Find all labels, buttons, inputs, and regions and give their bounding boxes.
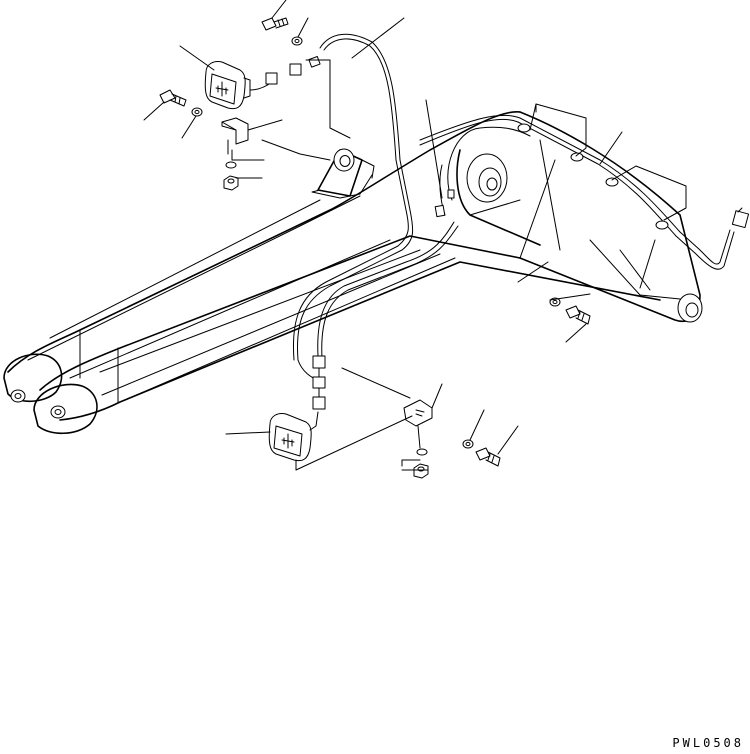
washer-icon	[417, 449, 427, 455]
bolt-icon	[566, 306, 590, 324]
connector-icon	[266, 73, 277, 84]
wiring-harness	[293, 34, 734, 380]
rear-connector	[732, 208, 748, 228]
bolt-icon	[262, 18, 288, 30]
connector-icon	[313, 377, 325, 388]
leader-lines	[144, 0, 686, 470]
connector-icon	[290, 64, 301, 75]
cylinder-bracket	[312, 149, 374, 198]
rear-bolt-group	[550, 298, 590, 324]
bracket-icon	[222, 118, 248, 154]
bolt-icon	[476, 448, 500, 466]
washer-icon	[226, 162, 236, 168]
nut-icon	[224, 176, 238, 190]
drawing-code: PWL0508	[672, 736, 744, 750]
harness-clamps	[309, 57, 668, 229]
washer-icon	[292, 37, 302, 45]
connector-icon	[313, 356, 325, 368]
lamp-icon	[269, 412, 318, 461]
washer-icon	[463, 440, 473, 448]
lower-lamp-group	[269, 356, 500, 478]
boom-body	[8, 112, 700, 420]
boom-foot-pins	[4, 354, 97, 433]
washer-icon	[192, 108, 202, 116]
lamp-icon	[205, 61, 272, 108]
bolt-icon	[160, 90, 186, 106]
boom-head-boss	[467, 154, 702, 322]
upper-lamp-group	[160, 18, 302, 190]
nut-icon	[414, 464, 428, 478]
bracket-icon	[404, 400, 432, 448]
connector-icon	[313, 397, 325, 409]
